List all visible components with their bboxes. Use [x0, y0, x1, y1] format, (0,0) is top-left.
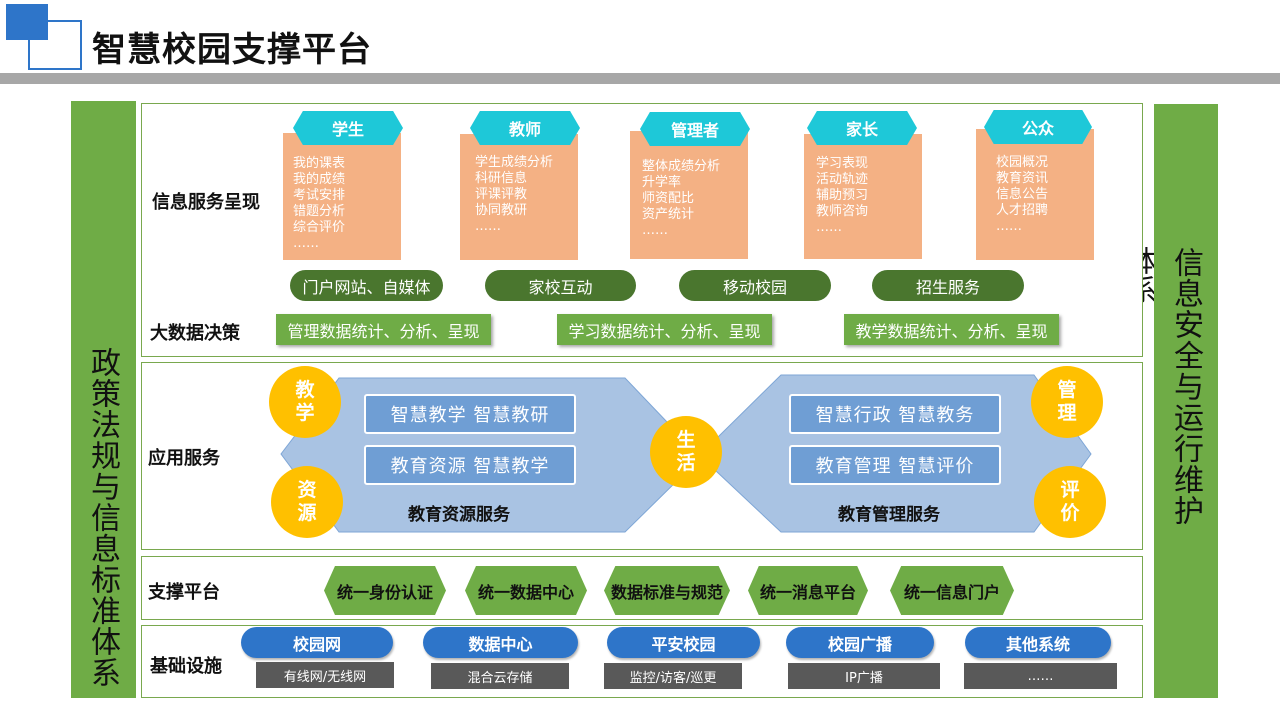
big-data-management: 管理数据统计、分析、呈现 — [276, 314, 491, 345]
support-data-center: 统一数据中心 — [465, 566, 587, 615]
big-data-learning: 学习数据统计、分析、呈现 — [557, 314, 772, 345]
management-box-2: 教育管理 智慧评价 — [789, 445, 1001, 485]
channel-mobile-campus: 移动校园 — [679, 270, 831, 301]
infra-broadcast-sub: IP广播 — [788, 663, 940, 689]
infra-data-center: 数据中心 — [423, 627, 578, 658]
support-message-platform: 统一消息平台 — [748, 566, 868, 615]
title-divider — [0, 73, 1280, 84]
support-unified-auth: 统一身份认证 — [324, 566, 446, 615]
big-data-teaching: 教学数据统计、分析、呈现 — [844, 314, 1059, 345]
big-data-label: 大数据决策 — [150, 323, 240, 344]
support-data-standards: 数据标准与规范 — [604, 566, 730, 615]
infra-safe-campus-sub: 监控/访客/巡更 — [604, 663, 742, 689]
role-card-public: 校园概况 教育资讯 信息公告 人才招聘 …… — [976, 129, 1094, 260]
infra-other-systems-sub: …… — [964, 663, 1117, 689]
circle-teaching: 教学 — [269, 366, 341, 438]
role-card-teacher: 学生成绩分析 科研信息 评课评教 协同教研 …… — [460, 134, 578, 260]
role-tag-parent: 家长 — [807, 111, 917, 145]
app-service-label: 应用服务 — [148, 448, 220, 469]
resource-box-1: 智慧教学 智慧教研 — [364, 394, 576, 434]
security-ops-label: 信息安全与运行维护 — [1168, 247, 1203, 526]
page-title: 智慧校园支撑平台 — [92, 30, 372, 70]
role-items-public: 校园概况 教育资讯 信息公告 人才招聘 …… — [996, 155, 1049, 234]
channel-home-school: 家校互动 — [485, 270, 636, 301]
resource-box-2: 教育资源 智慧教学 — [364, 445, 576, 485]
infra-label: 基础设施 — [150, 656, 222, 677]
channel-portal: 门户网站、自媒体 — [290, 270, 443, 301]
channel-enrollment: 招生服务 — [872, 270, 1024, 301]
role-card-parent: 学习表现 活动轨迹 辅助预习 教师咨询 …… — [804, 134, 922, 259]
role-items-parent: 学习表现 活动轨迹 辅助预习 教师咨询 …… — [816, 156, 869, 235]
role-tag-teacher: 教师 — [470, 111, 580, 145]
role-items-student: 我的课表 我的成绩 考试安排 错题分析 综合评价 …… — [293, 156, 346, 251]
circle-resources: 资源 — [271, 466, 343, 538]
circle-management: 管理 — [1031, 366, 1103, 438]
infra-other-systems: 其他系统 — [965, 627, 1111, 658]
infra-broadcast: 校园广播 — [786, 627, 934, 658]
policy-standards-bar: 政策法规与信息标准体系 — [71, 101, 136, 698]
circle-evaluation: 评价 — [1034, 466, 1106, 538]
infra-campus-network: 校园网 — [241, 627, 393, 658]
circle-life: 生活 — [650, 416, 722, 488]
infra-data-center-sub: 混合云存储 — [431, 663, 569, 689]
policy-standards-label: 政策法规与信息标准体系 — [85, 347, 120, 688]
info-service-label: 信息服务呈现 — [152, 192, 260, 213]
logo-square-filled — [6, 4, 48, 40]
role-tag-public: 公众 — [984, 110, 1092, 144]
role-items-teacher: 学生成绩分析 科研信息 评课评教 协同教研 …… — [475, 155, 554, 234]
support-info-portal: 统一信息门户 — [890, 566, 1014, 615]
logo-square-outline — [28, 20, 82, 70]
support-label: 支撑平台 — [148, 582, 220, 603]
infra-safe-campus: 平安校园 — [607, 627, 760, 658]
security-ops-bar: 信息安全与运行维护 — [1154, 104, 1218, 698]
role-card-manager: 整体成绩分析 升学率 师资配比 资产统计 …… — [630, 131, 748, 259]
infra-campus-network-sub: 有线网/无线网 — [256, 662, 394, 688]
role-card-student: 我的课表 我的成绩 考试安排 错题分析 综合评价 …… — [283, 133, 401, 260]
resource-service-label: 教育资源服务 — [408, 505, 510, 525]
role-tag-manager: 管理者 — [640, 112, 750, 146]
management-service-label: 教育管理服务 — [838, 505, 940, 525]
role-items-manager: 整体成绩分析 升学率 师资配比 资产统计 …… — [642, 159, 721, 238]
role-tag-student: 学生 — [293, 111, 403, 145]
management-box-1: 智慧行政 智慧教务 — [789, 394, 1001, 434]
